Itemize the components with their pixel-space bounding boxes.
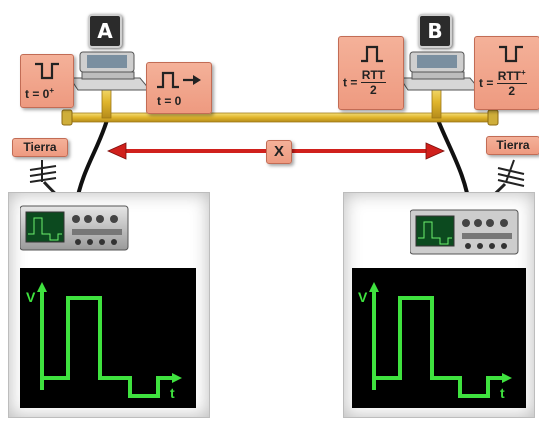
- signal-box-b-after: t = RTT+ 2: [474, 36, 539, 110]
- oscilloscope-right-icon: [410, 209, 519, 255]
- computer-a-label: A: [88, 14, 122, 48]
- computer-b-icon: [399, 51, 482, 91]
- signal-b2-rtt: RTT: [497, 69, 522, 83]
- pulse-icon: [361, 45, 383, 63]
- signal-b2-sup: +: [521, 68, 526, 77]
- scope-right-v-label: V: [358, 289, 368, 305]
- signal-box-b-arrival: t = RTT 2: [338, 36, 404, 110]
- computer-a-icon: [69, 51, 152, 91]
- trace-left: [40, 290, 172, 398]
- signal-a-received-time: t = 0: [25, 87, 50, 101]
- scope-right-t-label: t: [500, 385, 505, 401]
- signal-a-sent-time: t = 0: [157, 94, 182, 108]
- signal-b2-den: 2: [508, 84, 516, 98]
- ground-label-right: Tierra: [486, 136, 539, 155]
- coax-cable: [61, 85, 499, 126]
- distance-label: X: [266, 140, 292, 164]
- signal-box-a-sent: t = 0: [146, 62, 212, 114]
- signal-a-received-sup: +: [49, 86, 55, 95]
- signal-b-rtt: RTT: [360, 68, 387, 83]
- negative-pulse-icon: [35, 62, 59, 80]
- oscilloscope-left-icon: [20, 205, 129, 251]
- pulse-forward-icon: [157, 71, 201, 89]
- trace-right: [372, 290, 502, 398]
- ground-label-left: Tierra: [12, 138, 68, 157]
- scope-left-v-label: V: [26, 289, 36, 305]
- signal-b-prefix: t =: [343, 75, 358, 90]
- scope-left-t-label: t: [170, 385, 175, 401]
- negative-pulse-icon: [499, 45, 523, 63]
- signal-b-den: 2: [370, 83, 377, 97]
- computer-b-label: B: [418, 14, 452, 48]
- scope-screen-right: V t: [352, 268, 526, 408]
- signal-box-a-received: t = 0+: [20, 54, 74, 108]
- signal-b2-prefix: t =: [479, 76, 494, 90]
- scope-screen-left: V t: [20, 268, 196, 408]
